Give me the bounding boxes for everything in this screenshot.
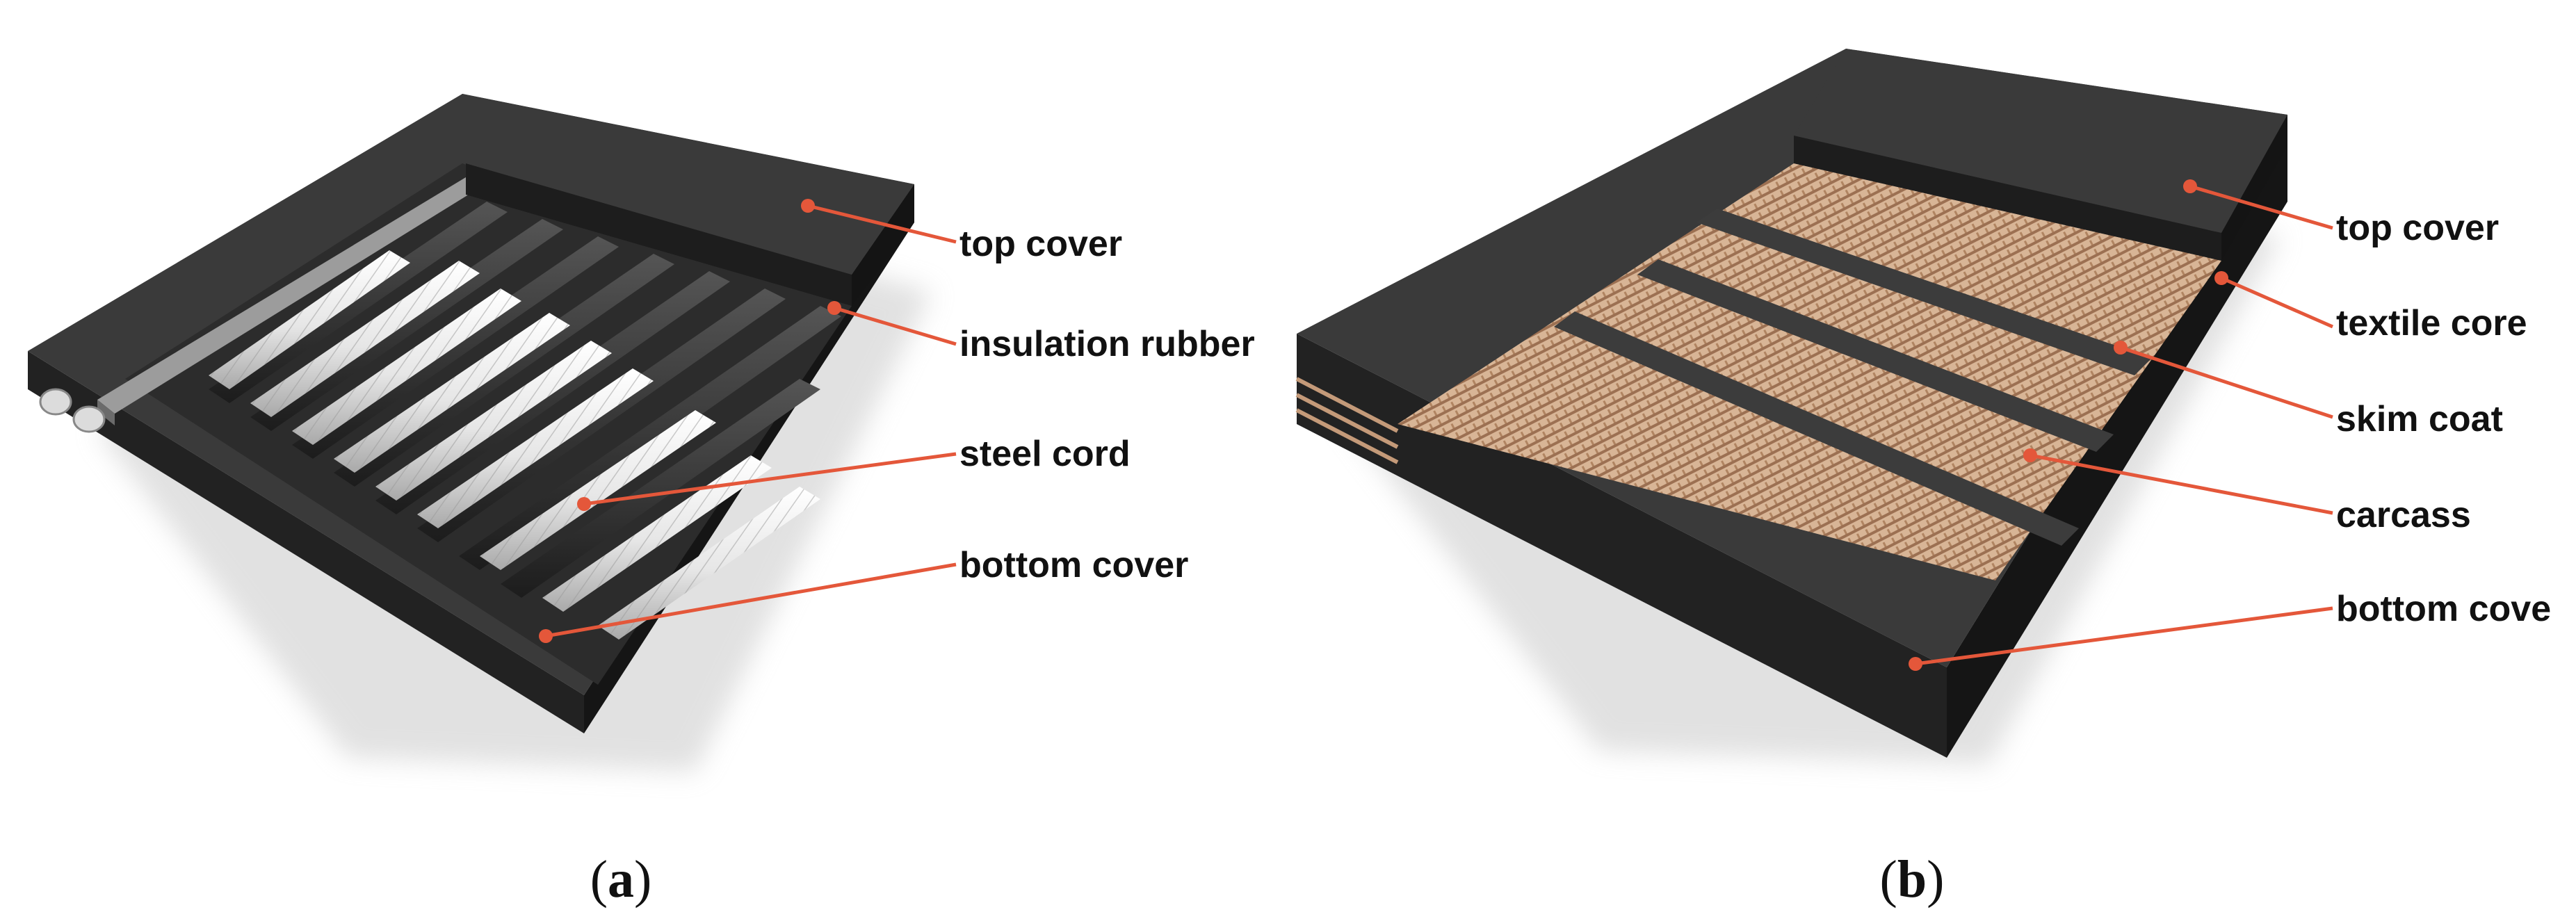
- caption-b: (b): [1880, 850, 1945, 909]
- caption-a: (a): [590, 850, 652, 909]
- textile-core-edges: [1295, 377, 1399, 464]
- cord-strip-left: [97, 177, 480, 414]
- label-bottom-cover-a: bottom cover: [959, 545, 1188, 585]
- panel-a-labels: top cover insulation rubber steel cord b…: [959, 224, 1255, 585]
- steel-cords-white: [209, 250, 820, 640]
- cord-end-caps: [39, 388, 106, 433]
- label-carcass: carcass: [2336, 495, 2471, 535]
- panel-a-steel-cord-belt: [28, 94, 932, 772]
- caption-a-close: ): [634, 850, 651, 909]
- label-top-cover-b: top cover: [2336, 208, 2499, 248]
- panel-b-labels: top cover textile core skim coat carcass…: [2336, 208, 2551, 629]
- top-cover-slab: [462, 94, 914, 275]
- caption-b-open: (: [1880, 850, 1897, 909]
- label-top-cover-a: top cover: [959, 224, 1122, 264]
- panel-b-textile-belt: [1295, 49, 2287, 765]
- top-cover-side-right: [2221, 115, 2287, 261]
- label-steel-cord: steel cord: [959, 434, 1131, 474]
- bottom-cover-side-left: [28, 351, 584, 733]
- caption-a-letter: a: [608, 850, 634, 909]
- top-cover-side-right: [852, 184, 914, 306]
- label-bottom-cover-b: bottom cove: [2336, 589, 2551, 629]
- top-cover-side-front: [466, 163, 852, 306]
- top-cover-slab: [1794, 49, 2287, 233]
- label-insulation-rubber: insulation rubber: [959, 324, 1255, 364]
- leader-lines: [539, 179, 2334, 671]
- caption-b-close: ): [1927, 850, 1944, 909]
- top-cover-side-front: [1794, 136, 2221, 261]
- carcass-textile: [1398, 163, 2221, 580]
- label-skim-coat: skim coat: [2336, 399, 2503, 439]
- caption-a-open: (: [590, 850, 608, 909]
- label-textile-core: textile core: [2336, 303, 2527, 343]
- caption-b-letter: b: [1897, 850, 1927, 909]
- skim-coat-strips: [1554, 209, 2152, 546]
